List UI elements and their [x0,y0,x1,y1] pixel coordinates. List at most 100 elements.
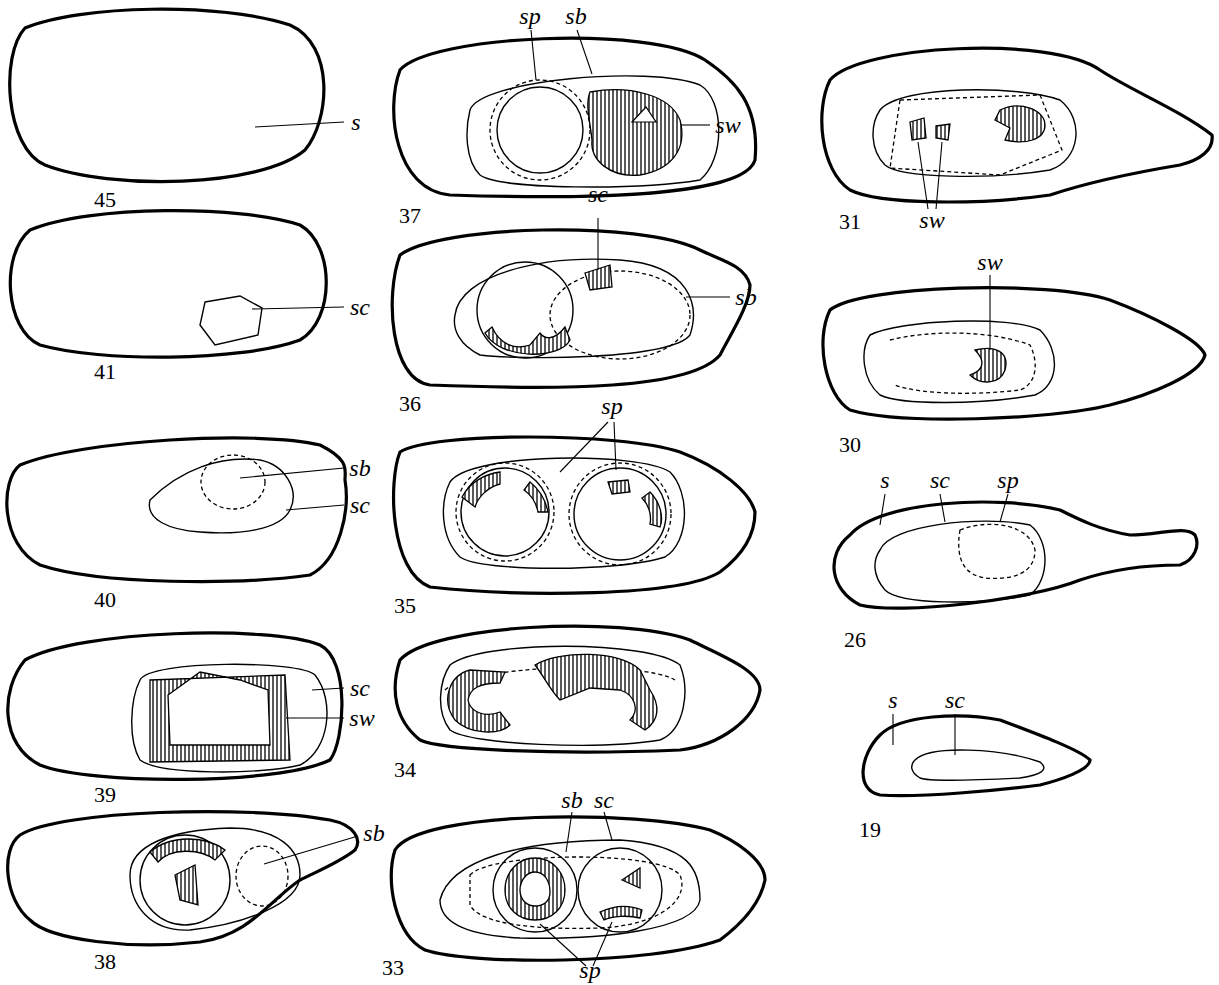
section-outline [10,9,324,181]
leader-line [560,422,608,472]
part-label: sb [349,456,370,480]
part-label: sc [945,688,965,712]
hatched-region [995,106,1045,142]
figure-number: 40 [94,589,116,611]
leader-line [954,714,955,755]
hatched-region [505,858,565,920]
leader-line [604,812,612,840]
section-41 [10,211,344,358]
inner-outline [477,262,573,358]
section-outline [823,288,1205,419]
dashed-outline [470,857,682,928]
dashed-outline [569,463,671,565]
hatched-region [448,670,510,732]
inner-outline [130,828,300,930]
inner-outline [140,835,230,925]
figure-number: 30 [839,434,861,456]
figure-number: 31 [839,211,861,233]
figure-number: 19 [859,819,881,841]
dashed-outline [456,463,554,561]
inner-outline [875,521,1045,602]
dashed-outline [890,95,1062,175]
leader-line [989,275,990,350]
section-outline [10,211,326,358]
section-40 [7,438,346,582]
inner-outline [441,646,685,745]
cavity [632,107,656,122]
section-39 [8,633,344,779]
section-outline [863,716,1090,796]
leader-line [255,122,344,127]
inner-outline [912,750,1044,780]
leader-line [597,218,598,270]
dashed-outline [201,455,265,509]
leader-line [1000,494,1008,522]
part-label: sp [519,4,540,28]
section-outline [392,230,750,388]
inner-outline [873,90,1076,177]
figure-number: 38 [94,951,116,973]
hatched-region [608,480,630,494]
part-label: sc [350,295,370,319]
part-label: sc [350,676,370,700]
section-outline [8,633,342,779]
hatched-region [588,90,682,176]
figure-number: 39 [94,784,116,806]
section-outline [394,38,756,196]
section-26 [834,494,1197,608]
leader-line [566,812,572,852]
part-label: sw [977,250,1002,274]
hatched-region [970,348,1006,382]
leader-line [918,142,928,209]
section-outline [394,437,755,593]
part-label: sc [350,493,370,517]
part-label: sb [561,788,582,812]
leader-line [936,142,942,209]
hatched-region [936,124,950,140]
inner-outline [493,848,577,932]
section-31 [822,48,1212,209]
leader-line [264,836,358,864]
section-35 [394,422,755,593]
figure-number: 33 [382,957,404,979]
section-outline [834,502,1197,608]
hatched-region [524,482,548,512]
inner-outline [149,459,293,533]
figure-number: 35 [394,595,416,617]
part-label: sb [735,285,756,309]
hatched-region [150,839,225,862]
inner-outline [440,840,700,938]
part-label: sc [594,788,614,812]
section-36 [392,218,750,387]
inner-outline [574,468,666,560]
hatched-region [910,118,926,140]
dashed-outline [490,80,590,180]
dashed-outline [959,524,1035,578]
hatched-region [535,654,657,730]
section-30 [823,275,1205,419]
figure-number: 41 [94,361,116,383]
leader-line [940,494,945,522]
dashed-outline [550,271,690,359]
section-19 [863,714,1090,796]
section-33 [391,812,765,966]
section-outline [822,48,1212,202]
hatched-region [462,472,500,507]
figure-number: 26 [844,629,866,651]
hatched-region [600,906,642,920]
inner-outline [467,76,719,187]
hatched-region [622,868,640,888]
dashed-outline [890,333,1035,393]
leader-line [286,505,344,510]
inner-outline [864,321,1054,403]
part-label: s [888,688,897,712]
inner-outline [200,296,262,345]
leader-line [531,30,536,80]
inner-outline [578,848,662,932]
part-label: sb [363,821,384,845]
leader-line [540,924,586,966]
leader-line [577,30,592,74]
inner-outline [443,458,684,568]
